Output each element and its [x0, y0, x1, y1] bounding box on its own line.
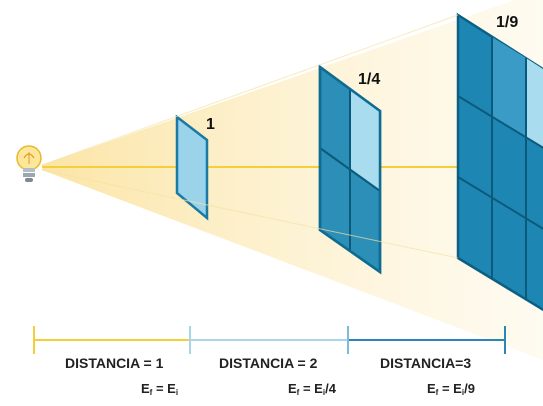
panel-distance-2 — [318, 64, 382, 275]
illuminance-equation-2: Ef = Ei/4 — [288, 381, 336, 397]
illuminance-equation-1: Ef = Ei — [141, 381, 179, 397]
distance-1-label: DISTANCIA = 1 — [65, 355, 164, 371]
illuminance-equation-3: Ef = Ei/9 — [427, 381, 475, 397]
light-bulb-icon — [16, 145, 42, 182]
panel-1-label: 1 — [206, 116, 215, 133]
panel-2-label: 1/4 — [358, 71, 381, 88]
distance-2-label: DISTANCIA = 2 — [219, 355, 318, 371]
distance-3-label: DISTANCIA=3 — [380, 355, 472, 371]
panel-distance-1 — [175, 114, 209, 221]
distance-scale — [33, 326, 506, 354]
light-beam — [42, 0, 543, 360]
panel-distance-3 — [456, 12, 543, 312]
panel-3-label: 1/9 — [496, 14, 519, 31]
